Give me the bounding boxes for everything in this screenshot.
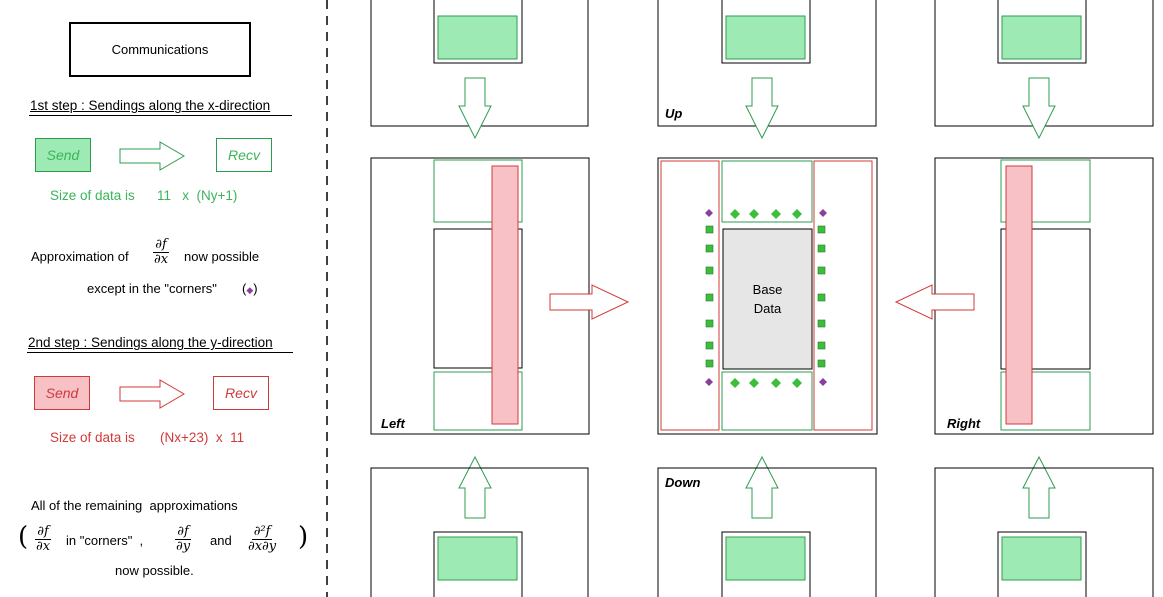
- remaining-corners-text: in "corners" ,: [66, 533, 144, 548]
- purple-diamond-icon: ◆: [246, 285, 254, 295]
- right-bottom-halo: [1000, 371, 1091, 431]
- label-right: Right: [947, 416, 981, 431]
- remaining-line1: All of the remaining approximations: [31, 498, 238, 513]
- left-top-halo: [433, 159, 523, 223]
- approx-prefix: Approximation of: [31, 249, 129, 264]
- down-send-region: [725, 536, 806, 581]
- step1-arrow-icon: [119, 141, 185, 171]
- corner-diamond-note: (◆): [242, 281, 258, 296]
- communications-title-box: Communications: [69, 22, 251, 77]
- top-right-inner-frame: [997, 0, 1087, 64]
- step2-send-box: Send: [34, 376, 90, 410]
- remaining-open-paren: (: [18, 522, 29, 552]
- right-send-column: [1005, 165, 1033, 425]
- remaining-frac1-num: ∂f: [35, 524, 51, 540]
- bottom-left-inner-frame: [433, 531, 523, 597]
- down-inner-frame: [721, 531, 811, 597]
- left-send-column: [491, 165, 519, 425]
- center-bottom-recv-row: [721, 371, 813, 431]
- bottom-right-inner-frame: [997, 531, 1087, 597]
- up-arrow-icon: [745, 455, 779, 519]
- step1-send-box: Send: [35, 138, 91, 172]
- step1-heading: 1st step : Sendings along the x-directio…: [30, 98, 271, 113]
- y-derivative-markers: [730, 209, 802, 388]
- top-right-send-region: [1001, 15, 1082, 60]
- corner-markers: [705, 209, 827, 386]
- remaining-derivative-x: ∂f ∂x: [34, 525, 52, 553]
- right-top-halo: [1000, 159, 1091, 223]
- top-left-inner-frame: [433, 0, 523, 64]
- step1-underline: [29, 115, 292, 116]
- approx-except-line: except in the "corners": [87, 281, 217, 296]
- step1-recv-label: Recv: [228, 147, 260, 163]
- down-arrow-icon: [745, 77, 779, 140]
- step2-underline: [27, 352, 293, 353]
- center-right-recv-column: [813, 160, 873, 431]
- right-core: [1000, 228, 1091, 370]
- step2-send-label: Send: [45, 385, 79, 401]
- remaining-frac2-den: ∂y: [176, 538, 191, 554]
- remaining-frac3-num: ∂²f: [251, 524, 273, 540]
- step2-recv-label: Recv: [225, 385, 257, 401]
- step2-size-value: (Nx+23) x 11: [160, 430, 245, 445]
- right-arrow-icon: [549, 284, 630, 320]
- x-derivative-markers: [705, 225, 826, 368]
- approx-suffix: now possible: [184, 249, 260, 264]
- bottom-left-block: [370, 467, 589, 597]
- step1-size-value: 11 x (Ny+1): [157, 188, 238, 203]
- left-arrow-icon: [894, 284, 975, 320]
- communication-diagram: [370, 0, 1154, 597]
- bottom-right-send-region: [1001, 536, 1082, 581]
- step2-size-prefix: Size of data is: [50, 430, 135, 445]
- label-up: Up: [665, 106, 683, 121]
- remaining-close-paren: ): [298, 522, 309, 552]
- step1-recv-box: Recv: [216, 138, 272, 172]
- label-left: Left: [381, 416, 405, 431]
- remaining-derivative-y: ∂f ∂y: [174, 525, 192, 553]
- remaining-frac1-den: ∂x: [36, 538, 51, 554]
- communications-title: Communications: [111, 42, 209, 57]
- up-arrow-icon: [458, 455, 492, 519]
- center-left-recv-column: [660, 160, 720, 431]
- step1-send-label: Send: [46, 147, 80, 163]
- down-arrow-icon: [458, 77, 492, 140]
- base-data-region: [722, 228, 813, 370]
- bottom-right-block: [934, 467, 1154, 597]
- down-block: [657, 467, 877, 597]
- approx-frac-den: ∂x: [154, 251, 169, 267]
- up-inner-frame: [721, 0, 811, 64]
- base-data-label: Base Data: [723, 281, 812, 319]
- step2-arrow-icon: [119, 379, 185, 409]
- remaining-and-text: and: [210, 533, 232, 548]
- up-send-region: [725, 15, 806, 60]
- left-bottom-halo: [433, 371, 523, 431]
- step2-heading: 2nd step : Sendings along the y-directio…: [28, 335, 273, 350]
- label-down: Down: [665, 475, 701, 490]
- step2-recv-box: Recv: [213, 376, 269, 410]
- remaining-derivative-xy: ∂²f ∂x∂y: [246, 525, 278, 553]
- base-data-line2: Data: [753, 300, 782, 316]
- center-top-recv-row: [721, 160, 813, 223]
- step1-size-prefix: Size of data is: [50, 188, 135, 203]
- bottom-left-send-region: [437, 536, 518, 581]
- base-data-line1: Base: [752, 282, 783, 297]
- remaining-frac3-den: ∂x∂y: [248, 538, 277, 554]
- top-left-send-region: [437, 15, 518, 60]
- up-arrow-icon: [1022, 455, 1056, 519]
- approx-derivative-x: ∂f ∂x: [152, 238, 170, 266]
- remaining-frac2-num: ∂f: [175, 524, 191, 540]
- left-core: [433, 228, 523, 369]
- down-arrow-icon: [1022, 77, 1056, 140]
- approx-frac-num: ∂f: [153, 237, 169, 253]
- remaining-line3: now possible.: [115, 563, 194, 578]
- panel-separator: [326, 0, 328, 597]
